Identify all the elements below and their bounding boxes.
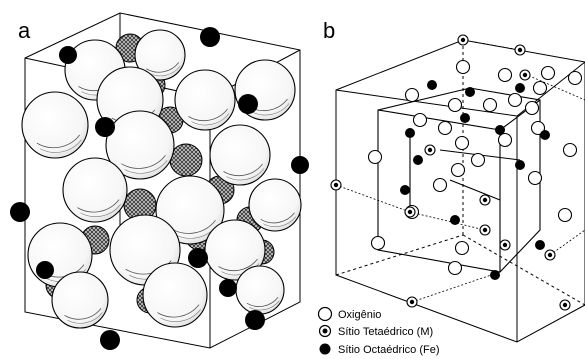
panel-b-unit-cell (335, 39, 585, 343)
octahedral-site (95, 117, 115, 137)
oxygen-atom (497, 67, 513, 83)
octahedral-atom (405, 128, 415, 138)
oxygen-atom (454, 240, 470, 256)
tetrahedral-atom (499, 239, 511, 251)
octahedral-site (59, 46, 77, 64)
tetrahedral-atom (457, 34, 469, 46)
octahedral-site (219, 279, 237, 297)
octahedral-atom (515, 83, 525, 93)
dotted-circle-icon (318, 324, 332, 338)
open-circle-icon (317, 306, 333, 322)
oxygen-atom (567, 70, 583, 86)
oxygen-atom (497, 132, 513, 148)
octahedral-atom (495, 125, 505, 135)
panel-b-label: b (323, 18, 335, 43)
oxygen-atom (370, 235, 386, 251)
oxygen-sphere (142, 262, 208, 328)
tetrahedral-atom (424, 144, 436, 156)
legend-label-tetrahedral: Sítio Tetaédrico (M) (338, 326, 433, 338)
tetrahedral-sphere (169, 143, 203, 177)
oxygen-sphere (105, 110, 175, 180)
oxygen-atom (454, 135, 470, 151)
panel-a-label: a (18, 18, 31, 43)
oxygen-atom (437, 120, 453, 136)
octahedral-atom (427, 80, 437, 90)
octahedral-atom (450, 215, 460, 225)
oxygen-atom (450, 162, 466, 178)
panel-a-sphere-packing (10, 27, 309, 350)
oxygen-sphere (174, 69, 236, 131)
tetrahedral-atom (479, 194, 491, 206)
legend-item-oxygen: Oxigênio (317, 306, 381, 322)
oxygen-atom (524, 100, 540, 116)
oxygen-atom (540, 65, 556, 81)
oxygen-atom (482, 97, 498, 113)
oxygen-atom (557, 207, 573, 223)
octahedral-atom (535, 240, 545, 250)
tetrahedral-atom (559, 299, 571, 311)
oxygen-atom (447, 97, 463, 113)
oxygen-atom (455, 59, 471, 75)
octahedral-atom (460, 113, 470, 123)
tetrahedral-atom (519, 69, 531, 81)
oxygen-atom (412, 112, 428, 128)
tetrahedral-atom (544, 249, 556, 261)
oxygen-atom (530, 120, 546, 136)
oxygen-atom (507, 92, 523, 108)
oxygen-atom (447, 260, 463, 276)
tetrahedral-atom (406, 296, 418, 308)
tetrahedral-atom (404, 206, 416, 218)
octahedral-atom (490, 270, 500, 280)
octahedral-atom (540, 130, 550, 140)
oxygen-sphere (209, 124, 271, 186)
panel-b-dotted-bonds (335, 39, 585, 303)
oxygen-atom (404, 87, 420, 103)
legend: Oxigênio Sítio Tetaédrico (M) Sítio Octa… (317, 306, 439, 356)
filled-circle-icon (319, 343, 331, 355)
octahedral-site (245, 310, 265, 330)
tetrahedral-atom (479, 224, 491, 236)
octahedral-site (10, 202, 30, 222)
legend-label-octahedral: Sítio Octaédrico (Fe) (338, 344, 439, 356)
tetrahedral-atom (514, 44, 526, 56)
octahedral-atom (400, 185, 410, 195)
legend-item-octahedral: Sítio Octaédrico (Fe) (319, 343, 439, 356)
oxygen-sphere (155, 175, 225, 245)
oxygen-sphere (21, 91, 89, 159)
oxygen-atom (562, 142, 578, 158)
octahedral-site (238, 94, 258, 114)
oxygen-sphere (51, 271, 109, 329)
octahedral-site (36, 261, 54, 279)
legend-label-oxygen: Oxigênio (338, 309, 381, 321)
octahedral-site (188, 248, 208, 268)
oxygen-atom (432, 177, 448, 193)
octahedral-site (100, 330, 120, 350)
oxygen-sphere (62, 157, 128, 223)
oxygen-atom (527, 170, 543, 186)
octahedral-site (291, 156, 309, 174)
oxygen-atom (532, 80, 548, 96)
oxygen-sphere (204, 219, 266, 281)
octahedral-atom (413, 155, 423, 165)
oxygen-sphere (134, 29, 186, 81)
octahedral-site (200, 27, 220, 47)
oxygen-sphere (235, 265, 285, 315)
octahedral-atom (465, 87, 475, 97)
oxygen-atom (367, 149, 383, 165)
legend-item-tetrahedral: Sítio Tetaédrico (M) (318, 324, 433, 338)
panel-b-lattice-atoms (330, 34, 583, 311)
oxygen-sphere (248, 178, 302, 232)
oxygen-atom (470, 152, 486, 168)
octahedral-atom (515, 160, 525, 170)
tetrahedral-atom (330, 179, 342, 191)
